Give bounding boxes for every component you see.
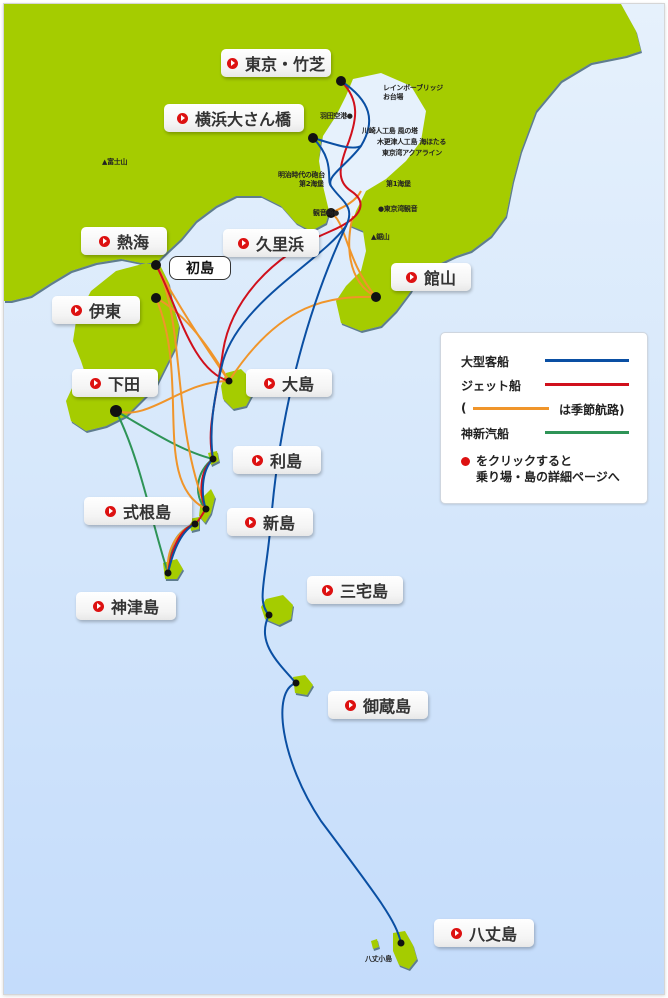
port-dots — [110, 76, 405, 947]
legend-seasonal-open: ( — [461, 401, 467, 415]
tokyo-bay — [319, 73, 426, 233]
port-button-niijima[interactable]: 新島 — [227, 508, 313, 536]
port-button-tateyama[interactable]: 館山 — [391, 263, 471, 291]
play-arrow-icon — [405, 271, 417, 283]
port-button-kurihama[interactable]: 久里浜 — [223, 229, 319, 257]
landmark-rainbow-bridge: レインボーブリッジ — [383, 84, 443, 92]
legend-jet-ship-line — [545, 383, 629, 386]
landmark-daini-kaiho: 第2海堡 — [299, 180, 324, 188]
play-arrow-icon — [92, 600, 104, 612]
play-arrow-icon — [176, 112, 188, 124]
legend-panel: 大型客船 ジェット船 ( は季節航路) 神新汽船 をクリックすると 乗り場・島の… — [440, 332, 648, 504]
play-arrow-icon — [70, 304, 82, 316]
play-arrow-icon — [89, 377, 101, 389]
port-button-yokohama[interactable]: 横浜大さん橋 — [164, 104, 304, 132]
landmark-odaiba: お台場 — [383, 93, 404, 101]
landmark-tokyowan-kannon: ●東京湾観音 — [378, 205, 418, 213]
play-arrow-icon — [104, 505, 116, 517]
legend-shinshin-label: 神新汽船 — [461, 427, 510, 441]
landmark-kisarazu: 木更津人工島 海ほたる — [377, 138, 447, 146]
landmark-kannonzaki: 観音崎● — [313, 209, 339, 217]
landmark-haneda: 羽田空港● — [320, 112, 353, 120]
legend-jet-ship-label: ジェット船 — [461, 379, 522, 393]
port-button-shikinejima[interactable]: 式根島 — [84, 497, 192, 525]
port-button-ito[interactable]: 伊東 — [52, 296, 140, 324]
landmark-daiichi-kaiho: 第1海堡 — [386, 180, 411, 188]
play-arrow-icon — [251, 454, 263, 466]
port-button-miyakejima[interactable]: 三宅島 — [307, 576, 403, 604]
port-button-oshima[interactable]: 大島 — [246, 369, 332, 397]
play-arrow-icon — [450, 927, 462, 939]
play-arrow-icon — [321, 584, 333, 596]
port-button-toshima[interactable]: 利島 — [233, 446, 321, 474]
play-arrow-icon — [344, 699, 356, 711]
landmark-kawasaki: 川崎人工島 風の塔 — [362, 127, 418, 135]
landmark-hachijo-kojima: 八丈小島 — [365, 955, 392, 963]
play-arrow-icon — [461, 457, 470, 466]
legend-note: をクリックすると 乗り場・島の詳細ページへ — [461, 453, 620, 485]
legend-large-ship-label: 大型客船 — [461, 355, 510, 369]
play-arrow-icon — [226, 57, 238, 69]
port-button-shimoda[interactable]: 下田 — [72, 369, 158, 397]
hatsushima-label[interactable]: 初島 — [169, 256, 231, 280]
port-button-atami[interactable]: 熱海 — [81, 227, 167, 255]
play-arrow-icon — [98, 235, 110, 247]
play-arrow-icon — [237, 237, 249, 249]
port-button-tokyo[interactable]: 東京・竹芝 — [221, 49, 331, 77]
legend-seasonal-line — [473, 407, 549, 410]
port-button-hachijojima[interactable]: 八丈島 — [434, 919, 534, 947]
landmark-meiji-fort: 明治時代の砲台 — [278, 171, 325, 179]
legend-shinshin-line — [545, 431, 629, 434]
landmark-fuji: ▲富士山 — [102, 158, 128, 166]
routes-shinshin — [115, 410, 214, 574]
port-button-kozushima[interactable]: 神津島 — [76, 592, 176, 620]
port-button-mikurajima[interactable]: 御蔵島 — [328, 691, 428, 719]
route-map: ▲富士山 レインボーブリッジ お台場 羽田空港● 川崎人工島 風の塔 木更津人工… — [3, 3, 665, 995]
legend-seasonal-label: は季節航路) — [559, 403, 625, 417]
legend-large-ship-line — [545, 359, 629, 362]
landmark-nokogiriyama: ▲鋸山 — [371, 233, 390, 241]
play-arrow-icon — [244, 516, 256, 528]
play-arrow-icon — [263, 377, 275, 389]
landmark-aqualine: 東京湾アクアライン — [382, 149, 442, 157]
